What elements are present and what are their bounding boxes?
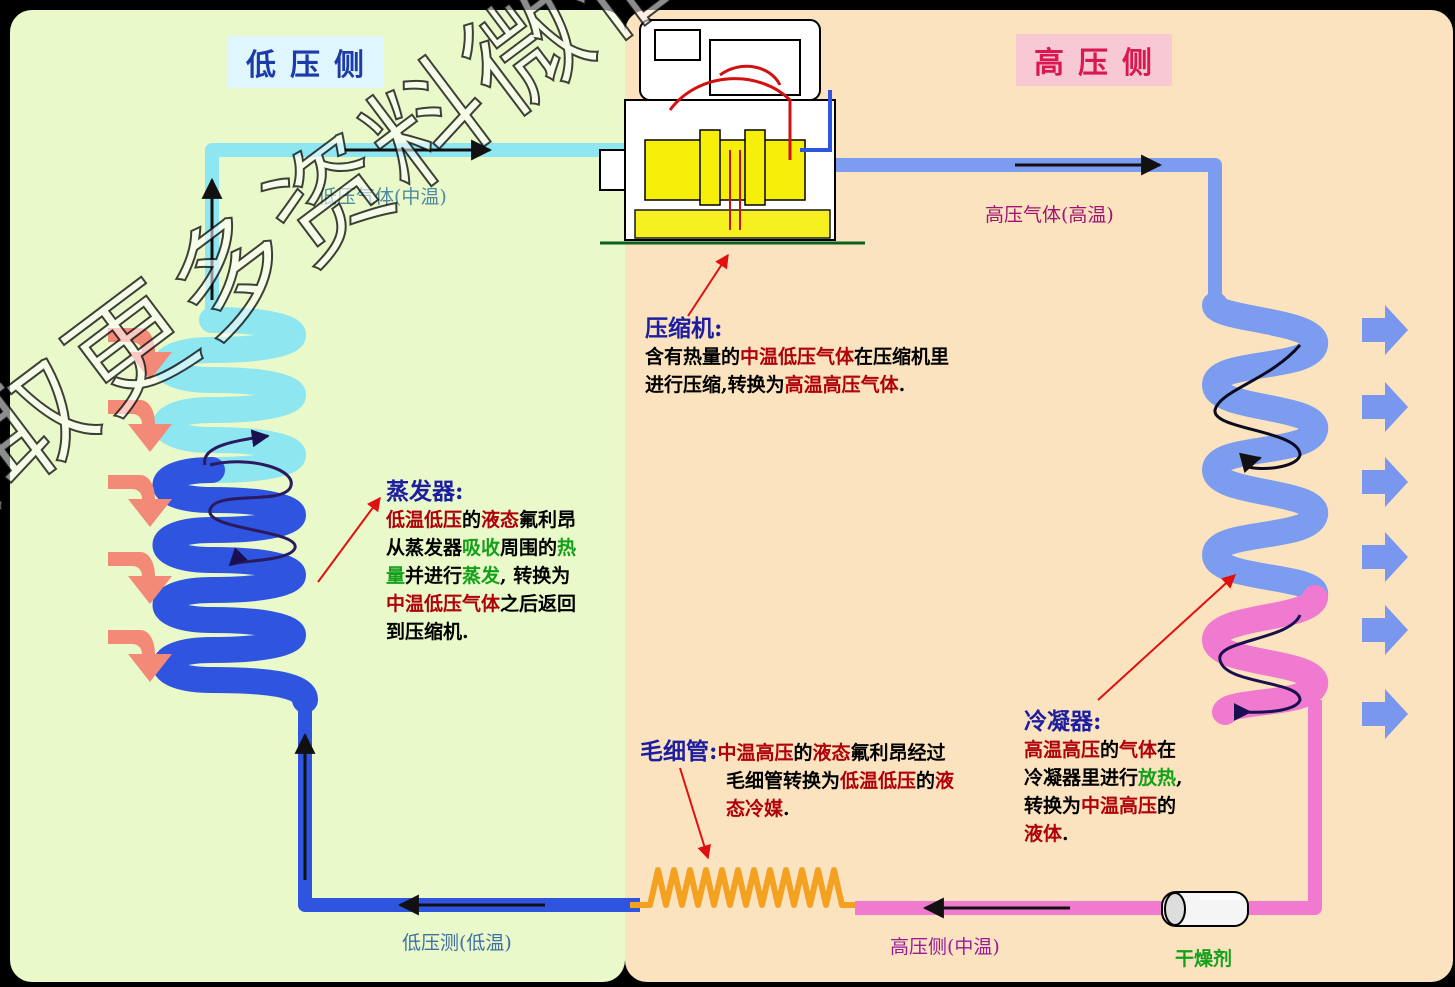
condenser-text: . (1062, 823, 1069, 845)
condenser-flow-line (1213, 344, 1302, 474)
capillary-text: . (783, 798, 790, 820)
compressor-text: 在压缩机里 (854, 346, 950, 368)
evaporator-text: 从蒸发器 (386, 537, 463, 559)
condenser-highlight: 气体 (1119, 739, 1158, 761)
evaporator-green: 蒸发 (462, 565, 501, 587)
condenser-text: 的 (1100, 739, 1120, 761)
condenser-coil-upper (1201, 292, 1328, 608)
condenser-highlight: 液体 (1024, 823, 1063, 845)
compressor-text: 进行压缩,转换为 (645, 374, 785, 396)
evaporator-text: 周围的 (500, 537, 558, 559)
condenser-coil-lower (1201, 585, 1328, 725)
evaporator-title: 蒸发器: (386, 478, 464, 505)
label-dryer: 干燥剂 (1175, 948, 1233, 970)
capillary-highlight: 液 (935, 770, 955, 792)
evaporator-text: 之后返回 (500, 593, 577, 615)
pointer-compressor (687, 253, 729, 317)
condenser-highlight: 高温高压 (1024, 739, 1101, 761)
low-pressure-side-panel (10, 10, 625, 982)
condenser-text: 冷凝器里进行 (1024, 767, 1139, 789)
condenser-text: , (1176, 767, 1183, 789)
label-low-return: 低压测(低温) (402, 932, 512, 954)
heat-out-arrows (1362, 305, 1408, 739)
dryer-cylinder (1161, 891, 1249, 927)
label-high-liquid: 高压侧(中温) (890, 936, 1000, 958)
pointer-evaporator (317, 496, 381, 583)
evaporator-coil-lower (152, 457, 318, 713)
evaporator-note: 蒸发器: 低温低压的液态氟利昂 从蒸发器吸收周围的热 量并进行蒸发, 转换为 中… (386, 478, 576, 646)
compressor-note: 压缩机: 含有热量的中温低压气体在压缩机里 进行压缩,转换为高温高压气体. (645, 315, 949, 399)
capillary-highlight: 态冷媒 (726, 798, 784, 820)
evaporator-highlight: 中温低压气体 (386, 593, 501, 615)
capillary-highlight: 液态 (812, 742, 851, 764)
label-low-gas: 低压气体(中温) (318, 186, 447, 208)
capillary-text: 毛细管转换为 (726, 770, 841, 792)
pointer-capillary (679, 767, 711, 860)
capillary-text: 的 (916, 770, 936, 792)
capillary-note: 毛细管:中温高压的液态氟利昂经过 毛细管转换为低温低压的液 态冷媒. (640, 738, 954, 823)
compressor-highlight: 中温低压气体 (740, 346, 855, 368)
evaporator-flow-line (208, 460, 297, 567)
condenser-text: 的 (1157, 795, 1177, 817)
evaporator-highlight: 低温低压 (386, 509, 463, 531)
evaporator-text: 并进行 (405, 565, 463, 587)
compressor-text: 含有热量的 (645, 346, 741, 368)
condenser-text: 在 (1157, 739, 1177, 761)
capillary-title: 毛细管: (640, 738, 718, 765)
condenser-green: 放热 (1138, 767, 1177, 789)
evaporator-text: 到压缩机. (386, 621, 469, 643)
condenser-text: 转换为 (1024, 795, 1082, 817)
evaporator-highlight: 液态 (481, 509, 520, 531)
compressor-highlight: 高温高压气体 (784, 374, 899, 396)
condenser-title: 冷凝器: (1024, 708, 1102, 735)
capillary-tube (630, 867, 858, 908)
high-pressure-side-title: 高压侧 (1016, 34, 1172, 86)
low-pressure-side-title: 低压侧 (228, 36, 384, 88)
evaporator-text: 的 (462, 509, 482, 531)
evaporator-flow-line-top (203, 429, 270, 466)
evaporator-text: 氟利昂 (519, 509, 577, 531)
evaporator-green: 吸收 (462, 537, 501, 559)
condenser-flow-line-lower (1218, 614, 1302, 722)
compressor-title: 压缩机: (645, 315, 723, 342)
capillary-text: 的 (793, 742, 813, 764)
compressor-drawing (599, 19, 865, 245)
evaporator-text: , 转换为 (500, 565, 571, 587)
evaporator-green: 量 (386, 565, 406, 587)
evaporator-green: 热 (557, 537, 577, 559)
low-return-pipe (298, 690, 640, 912)
heat-in-arrows (108, 328, 172, 682)
condenser-note: 冷凝器: 高温高压的气体在 冷凝器里进行放热, 转换为中温高压的 液体. (1024, 708, 1183, 848)
high-gas-pipe (820, 158, 1222, 310)
condenser-highlight: 中温高压 (1081, 795, 1158, 817)
capillary-text: 氟利昂经过 (850, 742, 946, 764)
capillary-highlight: 中温高压 (717, 742, 794, 764)
pointer-condenser (1097, 574, 1237, 701)
label-high-gas: 高压气体(高温) (985, 204, 1114, 226)
capillary-highlight: 低温低压 (840, 770, 917, 792)
compressor-text: . (898, 374, 906, 396)
